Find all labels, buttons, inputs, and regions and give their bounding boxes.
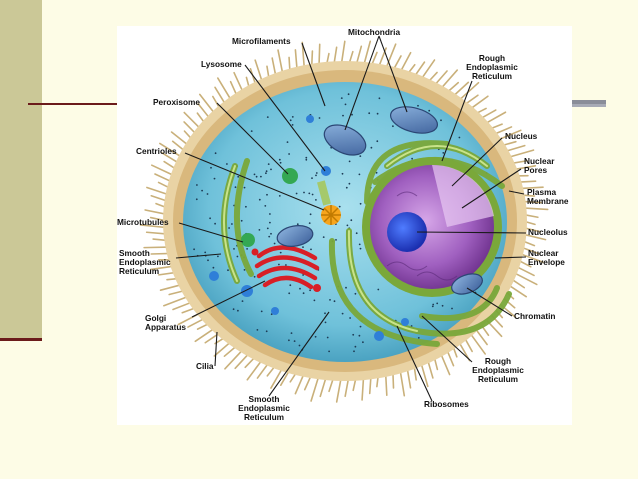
- label-microfilaments: Microfilaments: [232, 36, 291, 46]
- animal-cell-diagram: Microfilaments Mitochondria Lysosome Rou…: [117, 26, 572, 425]
- label-plasma-membrane: Plasma Membrane: [527, 187, 569, 206]
- nucleolus: [387, 212, 427, 252]
- label-microtubules: Microtubules: [117, 217, 169, 227]
- top-divider-line: [28, 103, 120, 105]
- label-nuclear-envelope: Nuclear Envelope: [528, 248, 565, 267]
- right-divider-line: [572, 100, 606, 107]
- label-golgi-apparatus: Golgi Apparatus: [145, 313, 187, 332]
- label-centrioles: Centrioles: [136, 146, 177, 156]
- label-chromatin: Chromatin: [514, 311, 556, 321]
- label-rough-er-top: Rough Endoplasmic Reticulum: [466, 53, 518, 81]
- label-nuclear-pores: Nuclear Pores: [524, 156, 555, 175]
- label-cilia: Cilia: [196, 361, 214, 371]
- left-accent-bar-edge: [0, 338, 42, 341]
- label-smooth-er-bottom: Smooth Endoplasmic Reticulum: [238, 394, 290, 422]
- label-mitochondria: Mitochondria: [348, 27, 401, 37]
- label-lysosome: Lysosome: [201, 59, 242, 69]
- left-accent-bar: [0, 0, 42, 340]
- cell-illustration: [139, 35, 549, 403]
- leader-lines: [175, 35, 527, 402]
- label-ribosomes: Ribosomes: [424, 399, 469, 409]
- centrioles: [317, 180, 341, 225]
- mitochondria: [276, 106, 483, 295]
- label-nucleus: Nucleus: [505, 131, 538, 141]
- label-rough-er-bottom: Rough Endoplasmic Reticulum: [472, 356, 524, 384]
- label-peroxisome: Peroxisome: [153, 97, 201, 107]
- label-nucleolus: Nucleolus: [528, 227, 568, 237]
- golgi-apparatus: [254, 245, 320, 290]
- label-smooth-er-left: Smooth Endoplasmic Reticulum: [119, 248, 171, 276]
